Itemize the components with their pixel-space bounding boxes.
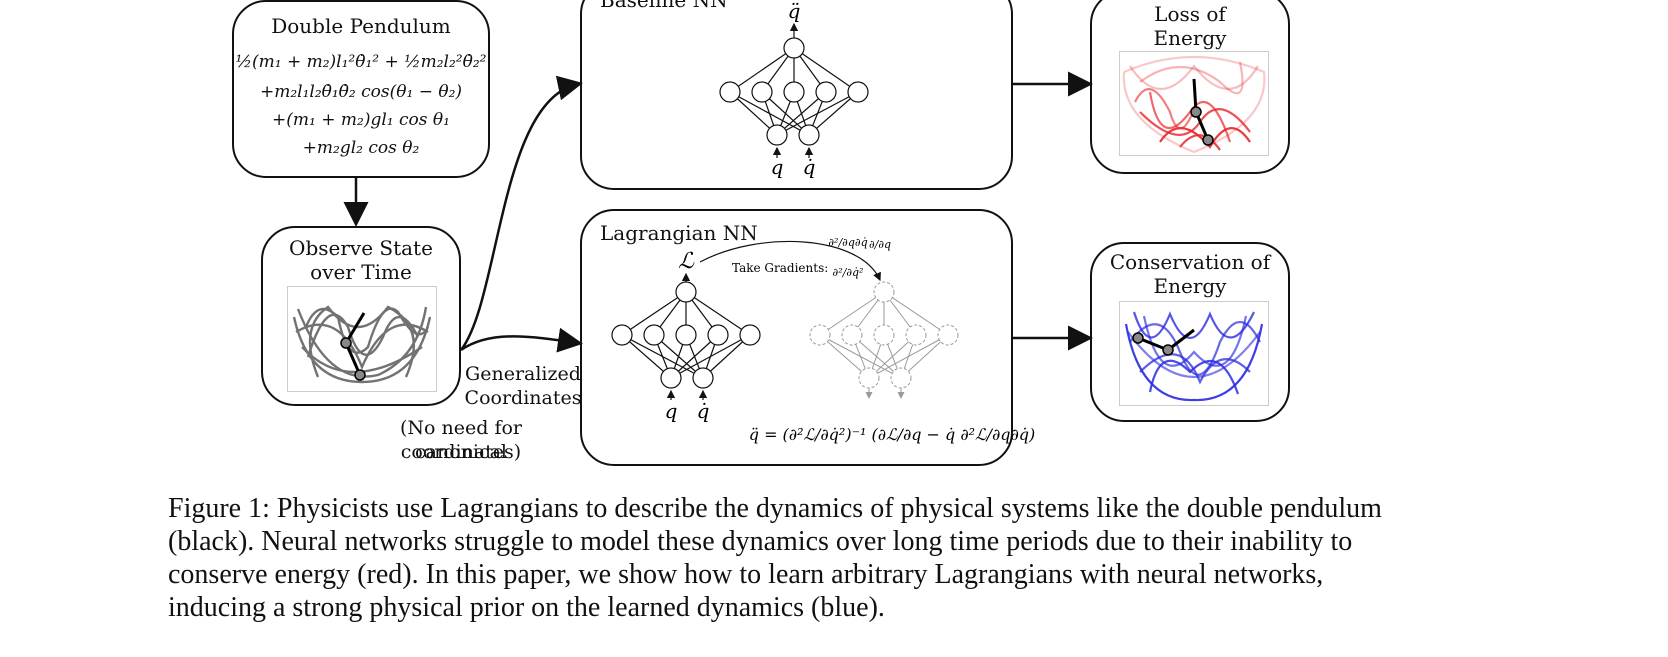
generalized-coordinates-line-2: Coordinates: [464, 387, 582, 409]
observed-trajectory-image: [287, 286, 437, 392]
arrow-observe-to-baseline: [460, 75, 583, 351]
conservation-title-line-1: Conservation of: [1109, 250, 1271, 274]
gradient-term-3: ∂²/∂q̇²: [833, 266, 864, 279]
arrow-observe-to-lagrangian: [460, 327, 583, 353]
conservation-trajectory-image: [1119, 301, 1269, 406]
equation-line-3: +(m₁ + m₂)gl₁ cos θ₁: [272, 110, 450, 130]
equation-line-1: ½(m₁ + m₂)l₁²θ̇₁² + ½m₂l₂²θ̇₂²: [235, 52, 487, 72]
baseline-network: [719, 22, 869, 158]
lagrangian-input-qdot: q̇: [697, 399, 710, 423]
gradient-term-2: ∂/∂q: [869, 238, 891, 251]
lagrangian-nn-title: Lagrangian NN: [600, 221, 758, 245]
loss-trajectory-image: [1119, 51, 1269, 156]
baseline-input-qdot: q̇: [803, 155, 816, 179]
loss-of-energy-box: Loss of Energy: [1090, 0, 1290, 174]
baseline-output-label: q̈: [788, 0, 801, 23]
lagrangian-network: [611, 240, 881, 400]
double-pendulum-box: Double Pendulum ½(m₁ + m₂)l₁²θ̇₁² + ½m₂l…: [232, 0, 490, 178]
observe-state-box: Observe State over Time: [261, 226, 461, 406]
loss-title-line-1: Loss of: [1154, 2, 1226, 26]
figure-caption: Figure 1: Physicists use Lagrangians to …: [168, 493, 1382, 623]
observe-title-line-1: Observe State: [289, 236, 433, 260]
take-gradients-label: Take Gradients:: [732, 261, 828, 275]
generalized-coordinates-line-1: Generalized: [465, 363, 581, 385]
baseline-input-q: q: [771, 155, 784, 179]
lagrangian-input-q: q: [665, 399, 678, 423]
no-need-line-2: coordinates): [400, 441, 522, 463]
lagrangian-output-label: ℒ: [678, 249, 695, 274]
equation-line-2: +m₂l₁l₂θ̇₁θ̇₂ cos(θ₁ − θ₂): [259, 82, 463, 102]
observe-title-line-2: over Time: [310, 260, 412, 284]
baseline-nn-title: Baseline NN: [600, 0, 728, 12]
equation-line-4: +m₂gl₂ cos θ₂: [302, 138, 420, 158]
gradient-term-1: ∂²/∂q∂q̇: [828, 236, 867, 249]
conservation-of-energy-box: Conservation of Energy: [1090, 242, 1290, 422]
gradient-network: [809, 281, 959, 399]
double-pendulum-title: Double Pendulum: [271, 14, 451, 38]
loss-title-line-2: Energy: [1153, 26, 1227, 50]
lagrangian-update-formula: q̈ = (∂²ℒ/∂q̇²)⁻¹ (∂ℒ/∂q − q̇ ∂²ℒ/∂q∂q̇): [749, 425, 1036, 444]
no-need-line-1: (No need for canonical: [400, 417, 522, 463]
conservation-title-line-2: Energy: [1153, 274, 1227, 298]
